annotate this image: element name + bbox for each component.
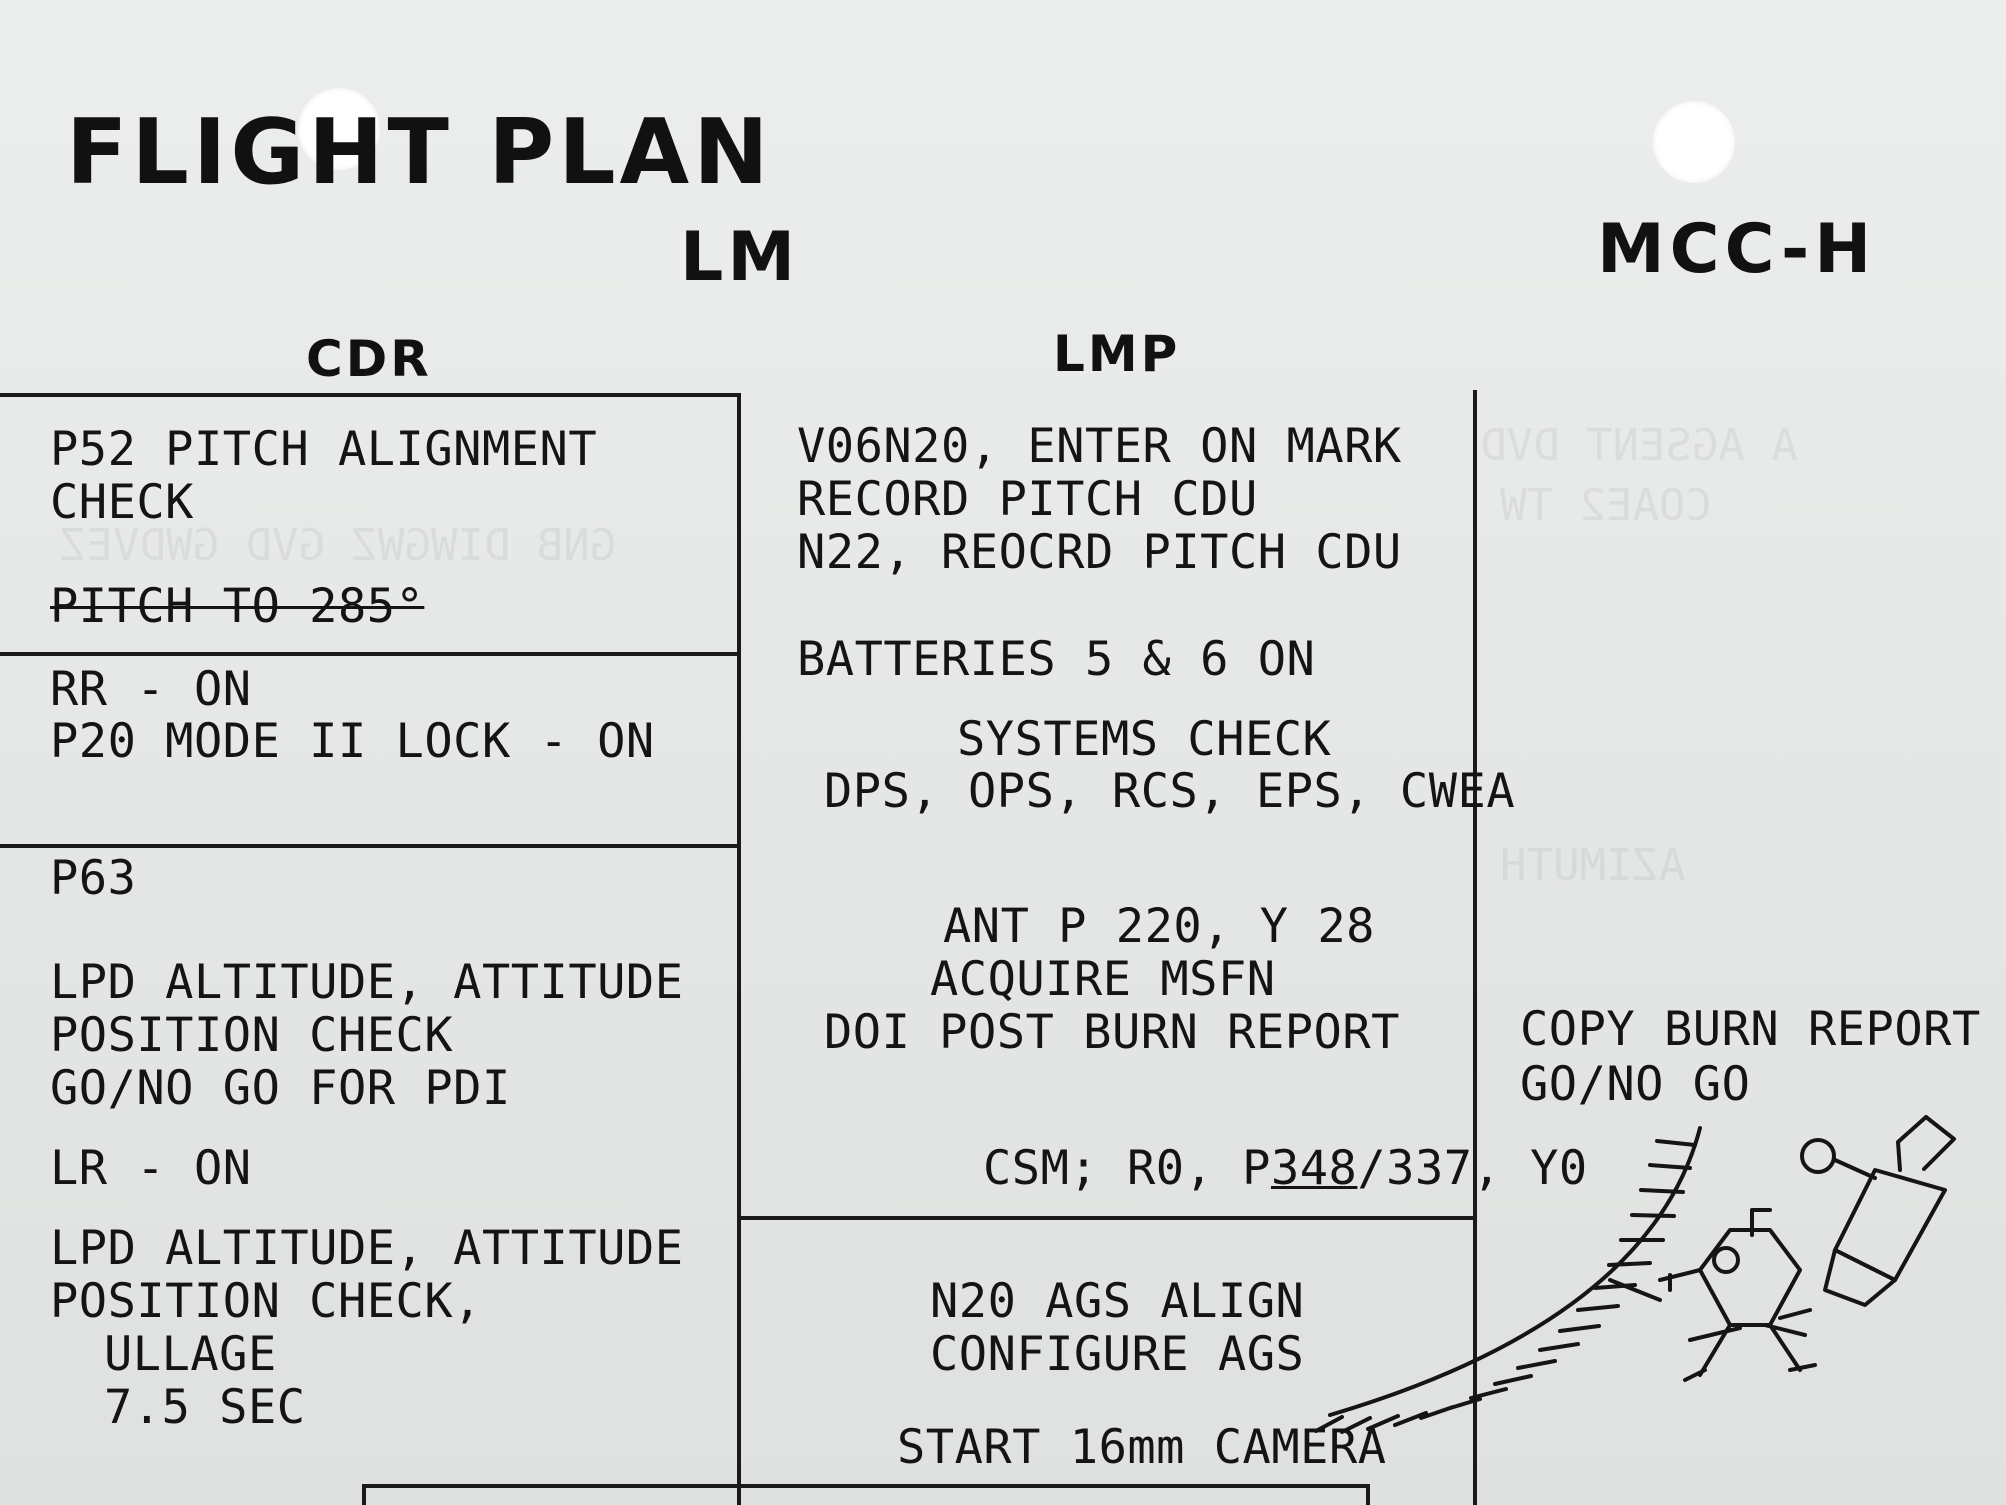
position-check-1: POSITION CHECK: [50, 1008, 454, 1063]
punch-hole: [298, 88, 380, 170]
bottom-box-right-rule: [1366, 1484, 1370, 1505]
lr-on: LR - ON: [50, 1141, 252, 1196]
acquire-msfn: ACQUIRE MSFN: [930, 952, 1276, 1007]
ullage: ULLAGE: [104, 1327, 277, 1382]
lmp-rule: [741, 1216, 1477, 1220]
go-no-go: GO/NO GO: [1520, 1057, 1751, 1112]
p52-title-line-1: P52 PITCH ALIGNMENT: [50, 422, 598, 477]
lpd-altitude-attitude-2: LPD ALTITUDE, ATTITUDE: [50, 1221, 684, 1276]
n22-record-pitch-cdu: N22, REOCRD PITCH CDU: [797, 525, 1402, 580]
systems-list: DPS, OPS, RCS, EPS, CWEA: [824, 764, 1516, 819]
lmp-header: LMP: [1053, 325, 1181, 383]
go-no-go-for-pdi: GO/NO GO FOR PDI: [50, 1061, 511, 1116]
lmp-mcc-divider: [1473, 390, 1477, 1505]
csm-underlined-value: 348: [1270, 1141, 1358, 1196]
lunar-doodle-icon: [1314, 1115, 1956, 1434]
start-16mm-camera: START 16mm CAMERA: [897, 1420, 1387, 1475]
cdr-lmp-divider: [737, 393, 741, 1505]
copy-burn-report: COPY BURN REPORT: [1520, 1002, 1981, 1057]
csm-attitude: CSM; R0, P348/337, Y0: [983, 1142, 1588, 1195]
batteries-on: BATTERIES 5 & 6 ON: [797, 632, 1316, 687]
bottom-box-top-rule: [364, 1484, 1370, 1488]
cdr-box-top-rule: [0, 393, 741, 397]
punch-hole: [1653, 101, 1735, 183]
bleed-through-text: COAE2 TW: [1500, 480, 1712, 531]
bleed-through-text: AZIMUTH: [1500, 840, 1686, 891]
csm-prefix: CSM; R0, P: [983, 1141, 1271, 1196]
configure-ags: CONFIGURE AGS: [930, 1327, 1305, 1382]
bottom-box-left-rule: [362, 1484, 366, 1505]
systems-check: SYSTEMS CHECK: [957, 712, 1332, 767]
lm-header: LM: [680, 218, 799, 297]
rr-on: RR - ON: [50, 662, 252, 717]
v06n20-enter-on-mark: V06N20, ENTER ON MARK: [797, 419, 1402, 474]
lpd-altitude-attitude-1: LPD ALTITUDE, ATTITUDE: [50, 955, 684, 1010]
ullage-duration: 7.5 SEC: [104, 1380, 306, 1435]
csm-suffix: /337, Y0: [1357, 1141, 1588, 1196]
p63: P63: [50, 851, 137, 906]
doi-post-burn-report: DOI POST BURN REPORT: [824, 1005, 1400, 1060]
page-title: FLIGHT PLAN: [66, 100, 773, 205]
record-pitch-cdu: RECORD PITCH CDU: [797, 472, 1258, 527]
pitch-to-285-struck: PITCH TO 285°: [50, 579, 425, 634]
p52-title-line-2: CHECK: [50, 475, 194, 530]
cdr-rule-2: [0, 844, 741, 848]
bleed-through-text: A AGSENT DVD: [1480, 420, 1798, 471]
p20-mode-ii-lock: P20 MODE II LOCK - ON: [50, 714, 655, 769]
cdr-header: CDR: [306, 330, 432, 388]
mcc-h-header: MCC-H: [1597, 210, 1877, 289]
antenna-pointing: ANT P 220, Y 28: [943, 899, 1375, 954]
position-check-2: POSITION CHECK,: [50, 1274, 482, 1329]
n20-ags-align: N20 AGS ALIGN: [930, 1274, 1305, 1329]
cdr-rule-1: [0, 652, 741, 656]
